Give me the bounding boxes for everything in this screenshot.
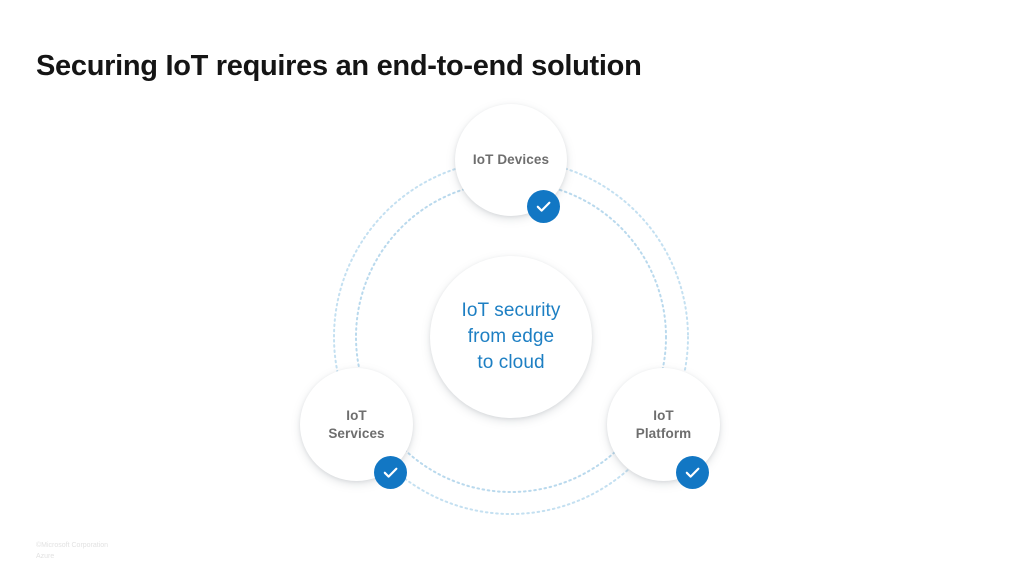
node-iot-platform-line-1: IoT [653,407,674,423]
node-iot-services-label: IoT Services [328,407,384,443]
center-hub-line-3: to cloud [477,352,545,374]
node-iot-devices-label: IoT Devices [473,151,549,169]
product-line: Azure [36,552,55,560]
node-iot-devices-line-1: IoT Devices [472,152,550,168]
copyright-line: ©Microsoft Corporation [36,542,109,549]
node-iot-platform-label: IoT Platform [636,407,692,443]
check-icon-iot-platform [676,456,709,489]
center-hub-line-1: IoT security [461,299,561,321]
check-icon-iot-devices [527,190,560,223]
node-iot-services-line-1: IoT [346,407,367,423]
center-hub-label: IoT security from edge to cloud [461,298,560,377]
check-icon-iot-services [374,456,407,489]
copyright-footer: ©Microsoft Corporation Azure [36,541,108,562]
node-iot-platform-line-2: Platform [635,425,692,441]
center-hub-line-2: from edge [467,325,555,347]
page-title: Securing IoT requires an end-to-end solu… [36,50,642,82]
node-iot-services-line-2: Services [328,425,385,441]
node-center-hub[interactable]: IoT security from edge to cloud [430,256,592,418]
